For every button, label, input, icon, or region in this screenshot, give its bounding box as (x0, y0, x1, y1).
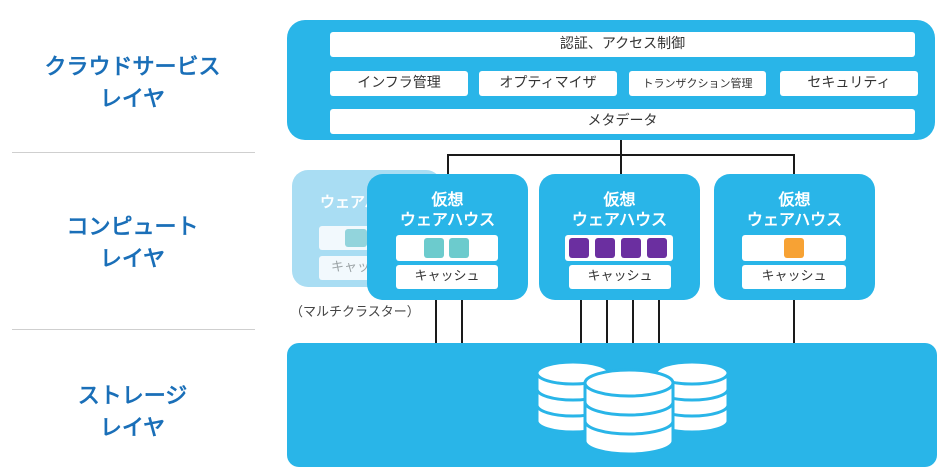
ghost-slot (345, 229, 367, 247)
connector-wh2-bottom-a (580, 300, 582, 343)
database-icon (535, 360, 730, 456)
auth-access-bar: 認証、アクセス制御 (330, 32, 915, 57)
cloud-services-panel: 認証、アクセス制御 インフラ管理 オプティマイザ トランザクション管理 セキュリ… (287, 20, 935, 140)
warehouse-2-cache: キャッシュ (569, 265, 671, 289)
compute-slot-icon (595, 238, 615, 258)
virtual-warehouse-3: 仮想 ウェアハウス キャッシュ (714, 174, 875, 300)
divider-2 (12, 329, 255, 330)
connector-wh1-top (447, 154, 449, 176)
connector-wh2-top (620, 154, 622, 176)
warehouse-2-slots (565, 235, 673, 261)
warehouse-1-title: 仮想 ウェアハウス (399, 190, 496, 229)
connector-wh2-bottom-c (632, 300, 634, 343)
warehouse-3-slots (742, 235, 846, 261)
connector-wh2-bottom-b (606, 300, 608, 343)
multi-cluster-note: （マルチクラスター） (290, 305, 420, 320)
compute-slot-icon (449, 238, 469, 258)
connector-wh3-bottom (793, 300, 795, 343)
compute-slot-icon (784, 238, 804, 258)
infra-management-bar: インフラ管理 (330, 71, 468, 96)
connector-wh2-bottom-d (658, 300, 660, 343)
warehouse-1-slots (396, 235, 498, 261)
virtual-warehouse-1: 仮想 ウェアハウス キャッシュ (367, 174, 528, 300)
cloud-layer-label: クラウドサービス レイヤ (44, 55, 221, 112)
optimizer-bar: オプティマイザ (479, 71, 617, 96)
compute-slot-icon (569, 238, 589, 258)
compute-slot-icon (424, 238, 444, 258)
storage-layer-label: ストレージ レイヤ (77, 384, 188, 441)
warehouse-3-cache: キャッシュ (742, 265, 846, 289)
warehouse-3-title: 仮想 ウェアハウス (746, 190, 843, 229)
transaction-management-bar: トランザクション管理 (629, 71, 766, 96)
metadata-bar: メタデータ (330, 109, 915, 134)
connector-wh1-bottom-b (461, 300, 463, 343)
security-bar: セキュリティ (780, 71, 918, 96)
compute-layer-label: コンピュート レイヤ (66, 215, 199, 272)
connector-wh3-top (793, 154, 795, 176)
virtual-warehouse-2: 仮想 ウェアハウス キャッシュ (539, 174, 700, 300)
connector-wh1-bottom-a (435, 300, 437, 343)
connector-cloud-stem (620, 140, 622, 155)
compute-slot-icon (621, 238, 641, 258)
storage-panel (287, 343, 937, 467)
divider-1 (12, 152, 255, 153)
warehouse-1-cache: キャッシュ (396, 265, 498, 289)
warehouse-2-title: 仮想 ウェアハウス (571, 190, 668, 229)
compute-slot-icon (647, 238, 667, 258)
